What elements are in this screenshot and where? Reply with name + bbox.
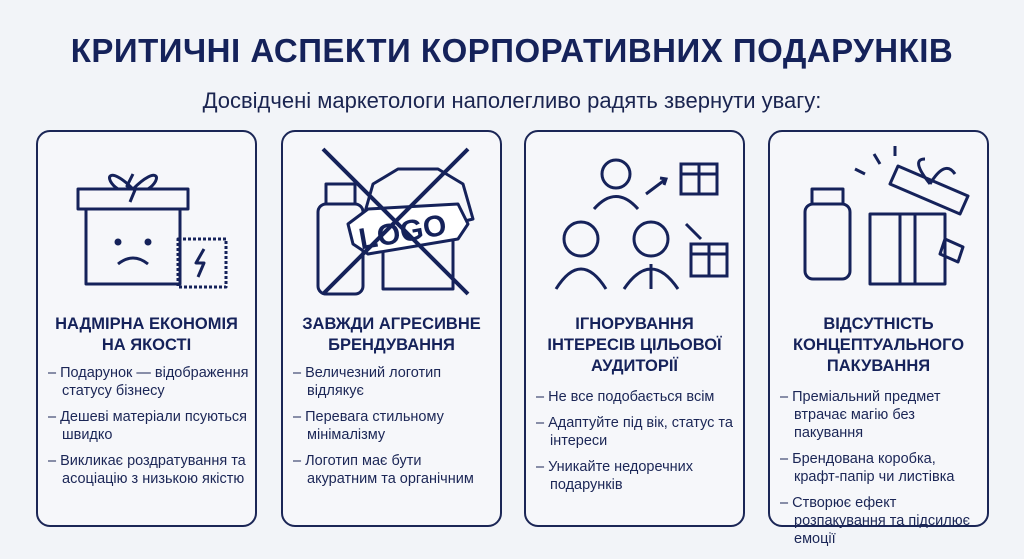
list-item: Брендована коробка, крафт-папір чи листі…	[780, 450, 981, 486]
card-heading: ІГНОРУВАННЯ ІНТЕРЕСІВ ЦІЛЬОВОЇ АУДИТОРІЇ	[547, 315, 722, 375]
card-heading: ВІДСУТНІСТЬ КОНЦЕПТУАЛЬНОГО ПАКУВАННЯ	[792, 315, 965, 375]
card-branding: LOGO ЗАВЖДИ АГРЕСИВНЕ БРЕНДУВАННЯ Величе…	[281, 130, 502, 527]
list-item: Дешеві матеріали псуються швидко	[48, 408, 249, 444]
broken-gift-box-icon	[76, 173, 228, 289]
card-heading: НАДМІРНА ЕКОНОМІЯ НА ЯКОСТІ	[55, 315, 238, 354]
people-gifts-icon	[554, 158, 729, 290]
list-item: Перевага стильному мінімалізму	[293, 408, 494, 444]
card-list: Величезний логотип відлякує Перевага сти…	[293, 364, 494, 496]
list-item: Уникайте недоречних подарунків	[536, 458, 737, 494]
list-item: Не все подобається всім	[536, 388, 737, 406]
list-item: Подарунок — відображення статусу бізнесу	[48, 364, 249, 400]
crossed-logo-merch-icon: LOGO	[316, 147, 475, 296]
card-audience: ІГНОРУВАННЯ ІНТЕРЕСІВ ЦІЛЬОВОЇ АУДИТОРІЇ…	[524, 130, 745, 527]
open-gift-packaging-icon	[803, 146, 970, 286]
card-list: Не все подобається всім Адаптуйте під ві…	[536, 388, 737, 502]
list-item: Викликає роздратування та асоціацію з ни…	[48, 452, 249, 488]
card-list: Подарунок — відображення статусу бізнесу…	[48, 364, 249, 496]
list-item: Преміальний предмет втрачає магію без па…	[780, 388, 981, 442]
list-item: Логотип має бути акуратним та органічним	[293, 452, 494, 488]
page-subtitle: Досвідчені маркетологи наполегливо радят…	[202, 88, 822, 113]
page-title: КРИТИЧНІ АСПЕКТИ КОРПОРАТИВНИХ ПОДАРУНКІ…	[70, 32, 954, 69]
card-packaging: ВІДСУТНІСТЬ КОНЦЕПТУАЛЬНОГО ПАКУВАННЯ Пр…	[768, 130, 989, 547]
list-item: Створює ефект розпакування та підсилює е…	[780, 494, 981, 548]
list-item: Адаптуйте під вік, статус та інтереси	[536, 414, 737, 450]
card-list: Преміальний предмет втрачає магію без па…	[780, 388, 981, 556]
card-economy: НАДМІРНА ЕКОНОМІЯ НА ЯКОСТІ Подарунок — …	[36, 130, 257, 527]
list-item: Величезний логотип відлякує	[293, 364, 494, 400]
card-heading: ЗАВЖДИ АГРЕСИВНЕ БРЕНДУВАННЯ	[302, 315, 481, 354]
